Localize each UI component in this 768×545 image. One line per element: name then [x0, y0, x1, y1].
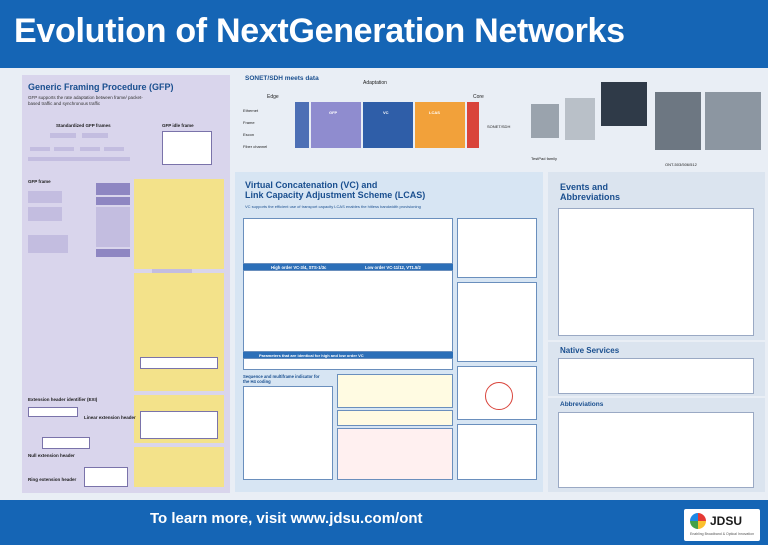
h4-coding-table: [243, 386, 333, 480]
lcas-example-sequence: [457, 282, 537, 362]
vc-subtitle: VC supports the efficient use of transpo…: [245, 204, 421, 209]
testpad-device-image: [565, 98, 595, 140]
pti-grid: [140, 357, 218, 369]
tree-node: [30, 147, 50, 151]
gfp-title: Generic Framing Procedure (GFP): [28, 82, 174, 92]
gfp-subtitle: GFP supports the rate adaptation between…: [28, 95, 143, 106]
lcas-reaction-diagram: [457, 424, 537, 480]
frame-side-box: [28, 207, 62, 221]
input-ethernet: Ethernet: [243, 108, 259, 113]
multiframe-indicator-2: [337, 410, 453, 426]
gfp-frame-label: GFP frame: [28, 179, 51, 184]
testpad-device-image: [531, 104, 559, 138]
vc-param-header: [243, 352, 453, 358]
frame-side-box: [28, 235, 68, 253]
vc-comparison-table: [243, 270, 453, 352]
frame-core-header: [96, 183, 130, 195]
edge-label: Edge: [267, 94, 279, 100]
low-order-label: Low order VC-11/12, VT1.5/2: [365, 265, 421, 270]
mux-block: [467, 102, 479, 148]
payload-type-box: [134, 273, 224, 391]
null-grid: [42, 437, 90, 449]
abbrev-title: Abbreviations: [560, 401, 604, 408]
sonet-title: SONET/SDH meets data: [245, 75, 319, 82]
frame-side-box: [28, 191, 62, 203]
jdsu-logo: JDSU Enabling Broadband & Optical Innova…: [684, 509, 760, 541]
input-fiber: Fiber channel: [243, 144, 268, 149]
network-ring: [485, 382, 513, 410]
pli-info-box: [134, 179, 224, 269]
param-label: Parameters that are identical for high a…: [259, 353, 364, 358]
vc-block-label: VC: [383, 110, 389, 115]
events-title-line1: Events and: [560, 182, 609, 192]
seq-title: Sequence and multiframe indicator for th…: [243, 374, 320, 384]
null-label: Null extension header: [28, 453, 75, 458]
gfp-panel: Generic Framing Procedure (GFP) GFP supp…: [22, 75, 230, 493]
vc-overview-diagram: [243, 218, 453, 264]
ring-grid: [84, 467, 128, 487]
footer-cta-link[interactable]: To learn more, visit www.jdsu.com/ont: [150, 510, 423, 527]
vc-table-header: [243, 264, 453, 270]
tree-node: [82, 133, 108, 138]
gfp-block: [311, 102, 361, 148]
abbrev-table: [558, 412, 754, 488]
jdsu-logo-icon: [690, 513, 706, 529]
vc-lcas-panel: Virtual Concatenation (VC) and Link Capa…: [235, 172, 543, 492]
tree-node: [54, 147, 74, 151]
events-panel: Events and Abbreviations: [548, 172, 765, 340]
testpad-label: TestPad family: [531, 156, 558, 161]
poster-footer: To learn more, visit www.jdsu.com/ont: [0, 500, 768, 545]
jdsu-logo-tagline: Enabling Broadband & Optical Innovation: [690, 532, 755, 536]
lcas-block-label: LCAS: [429, 110, 440, 115]
vc-title-line1: Virtual Concatenation (VC) and: [245, 180, 378, 190]
poster-header: Evolution of NextGeneration Networks: [0, 0, 768, 68]
frame-payload: [96, 207, 130, 247]
ont-rack-image: [655, 92, 701, 150]
native-table: [558, 358, 754, 394]
gfp-standardized-label: Standardized GFP frames: [56, 123, 111, 128]
data-mapping-block: [295, 102, 309, 148]
linear-label: Linear extension header: [84, 415, 136, 420]
jdsu-logo-name: JDSU: [710, 514, 743, 528]
high-order-label: High order VC-3/4, STS-1/3c: [271, 265, 327, 270]
ont-label: ONT-503/506/512: [665, 162, 697, 167]
tree-leaf-row: [28, 157, 130, 161]
sonet-output-label: SONET/SDH: [487, 124, 511, 129]
exi-label: Extension header identifier (EXI): [28, 397, 98, 402]
input-frame: Frame: [243, 120, 255, 125]
frame-fcs: [96, 249, 130, 257]
ont-device-image: [601, 82, 647, 126]
native-services-panel: Native Services: [548, 342, 765, 396]
core-label: Core: [473, 94, 484, 100]
events-table: [558, 208, 754, 336]
thec-box: [134, 447, 224, 487]
ont-rack-image: [705, 92, 761, 150]
frame-payload-header: [96, 197, 130, 205]
poster-title: Evolution of NextGeneration Networks: [14, 12, 625, 50]
multiframe-indicator-1: [337, 374, 453, 408]
sonet-panel: SONET/SDH meets data Adaptation Edge Cor…: [235, 72, 765, 172]
lcas-state-diagram: [457, 218, 537, 278]
vc-title-line2: Link Capacity Adjustment Scheme (LCAS): [245, 190, 426, 200]
gfp-block-label: GFP: [329, 110, 338, 115]
upi-grid: [140, 411, 218, 439]
events-title-line2: Abbreviations: [560, 192, 621, 202]
tree-node: [104, 147, 124, 151]
abbreviations-panel: Abbreviations: [548, 398, 765, 492]
tree-node: [80, 147, 100, 151]
tree-node: [50, 133, 76, 138]
idle-frame-grid: [162, 131, 212, 165]
lcas-ctrl-words: [337, 428, 453, 480]
vc-param-row: [243, 358, 453, 370]
vc-block: [363, 102, 413, 148]
exi-grid: [28, 407, 78, 417]
native-title: Native Services: [560, 346, 620, 355]
input-escon: Escon: [243, 132, 255, 137]
adaptation-label: Adaptation: [363, 80, 387, 86]
ring-label: Ring extension header: [28, 477, 77, 482]
lcas-block: [415, 102, 465, 148]
gfp-idle-label: GFP idle frame: [162, 123, 194, 128]
